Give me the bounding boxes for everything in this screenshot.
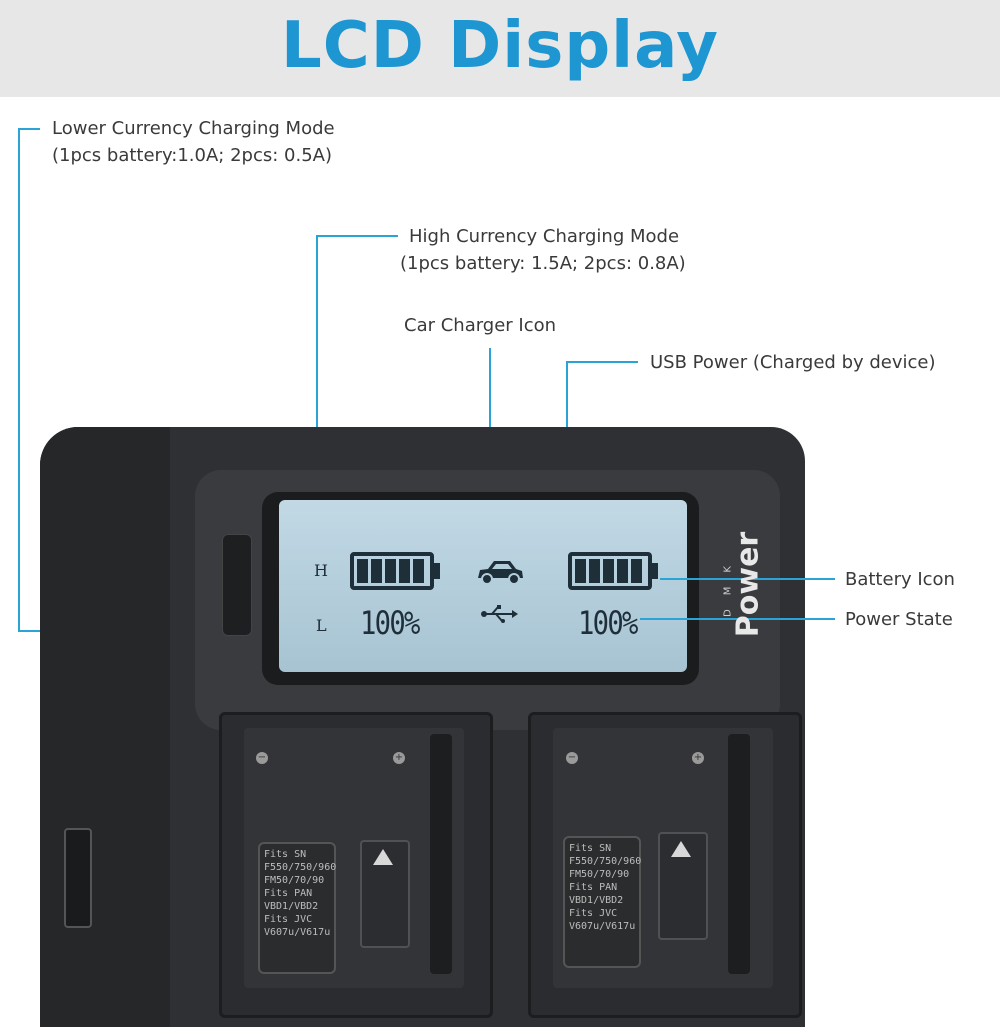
battery-icon-label: Battery Icon [845, 569, 955, 590]
battery-tip-right [652, 563, 658, 579]
power-state-leader [640, 618, 835, 620]
screw-minus-right: − [566, 752, 578, 764]
car-icon [478, 561, 523, 585]
battery-cell [589, 559, 600, 583]
page-title: LCD Display [281, 9, 719, 83]
battery-icon-right [568, 552, 658, 590]
slot-compat-label-right: Fits SN F550/750/960 FM50/70/90 Fits PAN… [563, 836, 641, 968]
arrow-up-icon [671, 841, 691, 857]
lcd-high-indicator: H [314, 561, 328, 580]
high-mode-detail: (1pcs battery: 1.5A; 2pcs: 0.8A) [400, 253, 686, 274]
battery-icon-leader [660, 578, 835, 580]
battery-cell [357, 559, 368, 583]
usb-icon [481, 605, 518, 623]
screw-minus-left: − [256, 752, 268, 764]
usb-power-leader-top [566, 361, 638, 363]
battery-frame-left [350, 552, 434, 590]
power-state-right: 100% [578, 604, 638, 642]
high-mode-leader-top [316, 235, 398, 237]
slot-compat-label-left: Fits SN F550/750/960 FM50/70/90 Fits PAN… [258, 842, 336, 974]
lower-mode-leader-vertical [18, 128, 20, 632]
battery-cell [371, 559, 382, 583]
high-mode-title: High Currency Charging Mode [409, 226, 680, 247]
battery-cell [385, 559, 396, 583]
battery-cell [617, 559, 628, 583]
battery-cell [631, 559, 642, 583]
brand-logo: DMK Power [712, 520, 782, 680]
car-charger-label: Car Charger Icon [404, 315, 557, 336]
arrow-up-icon [373, 849, 393, 865]
slot-release-tab-left[interactable] [360, 840, 410, 948]
screw-plus-right: + [692, 752, 704, 764]
battery-cell [575, 559, 586, 583]
screw-plus-left: + [393, 752, 405, 764]
power-state-label: Power State [845, 609, 953, 630]
battery-frame-right [568, 552, 652, 590]
high-mode-leader-vertical [316, 235, 318, 525]
battery-cell [399, 559, 410, 583]
usb-port-icon [64, 828, 92, 928]
mode-button[interactable] [222, 534, 252, 636]
charger-side-panel [40, 427, 170, 1027]
lower-mode-leader-top [18, 128, 40, 130]
lcd-low-indicator: L [316, 616, 327, 635]
header-banner [0, 0, 1000, 97]
lower-mode-title: Lower Currency Charging Mode [52, 118, 335, 139]
slot-rail-right [728, 734, 750, 974]
lower-mode-detail: (1pcs battery:1.0A; 2pcs: 0.5A) [52, 145, 332, 166]
battery-cell [603, 559, 614, 583]
brand-large: Power [730, 531, 766, 638]
battery-icon-left [350, 552, 440, 590]
battery-cell [413, 559, 424, 583]
slot-rail-left [430, 734, 452, 974]
power-state-left: 100% [360, 604, 420, 642]
battery-tip-left [434, 563, 440, 579]
usb-power-label: USB Power (Charged by device) [650, 352, 936, 373]
